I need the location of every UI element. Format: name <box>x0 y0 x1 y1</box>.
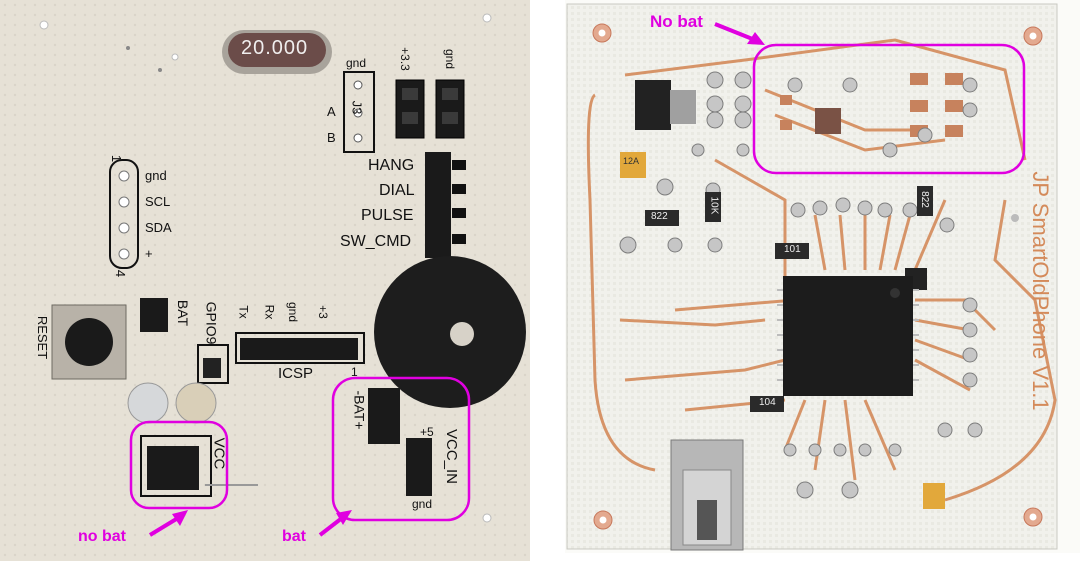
resistor-label-4: 104 <box>759 397 776 408</box>
icsp-plus3-label: +3 <box>315 305 330 319</box>
icsp-tx-label: Tx <box>236 305 251 319</box>
reset-label: RESET <box>35 315 51 360</box>
power-pin-gnd-label: gnd <box>443 48 458 70</box>
crystal-oscillator <box>222 30 332 74</box>
capacitor-label: 12A <box>623 156 640 166</box>
signal-pin-pulse-label: PULSE <box>361 207 414 224</box>
signal-pin-dial-label: DIAL <box>379 182 415 199</box>
bat-annotation: bat <box>282 528 306 545</box>
resistor-label-3: 101 <box>784 244 801 255</box>
icsp-rx-label: Rx <box>262 304 277 320</box>
i2c-index-top: 1 <box>109 154 125 163</box>
microcontroller-chip <box>777 276 919 396</box>
left-board-drawing <box>0 0 530 561</box>
vcc-label: VCC <box>210 437 228 470</box>
j3-a-label: A <box>327 104 336 119</box>
vcc-in-gnd-label: gnd <box>412 497 433 511</box>
i2c-index-bottom: 4 <box>113 269 129 278</box>
right-no-bat-annotation: No bat <box>650 12 703 31</box>
i2c-plus-label: + <box>145 246 153 261</box>
right-board-photo: No bat JP SmartOldPhone V1.1 822 10K 101… <box>565 0 1080 553</box>
i2c-scl-label: SCL <box>145 194 171 209</box>
usb-connector <box>670 439 744 551</box>
j3-label: J3 <box>349 100 365 115</box>
icsp-label: ICSP <box>278 365 314 382</box>
reset-button <box>51 304 127 380</box>
power-pin-3v3-label: +3.3 <box>397 47 412 71</box>
j3-gnd-label: gnd <box>346 56 367 70</box>
resistor-label-2: 10K <box>708 196 720 215</box>
bat-jumper-label: -BAT+ <box>351 390 368 430</box>
vcc-in-label: VCC_IN <box>443 428 461 485</box>
i2c-sda-label: SDA <box>145 220 172 235</box>
resistor-label-1: 822 <box>651 211 668 222</box>
bat-label: BAT <box>175 299 192 327</box>
i2c-gnd-label: gnd <box>145 168 167 183</box>
j3-b-label: B <box>327 130 336 145</box>
icsp-gnd-label: gnd <box>286 301 301 323</box>
vcc-in-plus5-label: +5 <box>420 425 434 439</box>
board-title: JP SmartOldPhone V1.1 <box>1028 171 1053 411</box>
left-board-photo: 20.000 gnd J3 A B +3.3 gnd HANG DIAL PUL… <box>0 0 530 561</box>
gpio9-label: GPIO9 <box>203 301 220 345</box>
signal-pin-hang-label: HANG <box>368 157 415 174</box>
icsp-pin1-label: 1 <box>351 365 358 379</box>
buzzer <box>374 256 526 408</box>
signal-pin-swcmd-label: SW_CMD <box>340 233 412 250</box>
crystal-label: 20.000 <box>241 37 309 59</box>
right-board-drawing <box>566 3 1058 551</box>
no-bat-annotation: no bat <box>78 528 126 545</box>
resistor-label-5: 822 <box>918 191 930 208</box>
